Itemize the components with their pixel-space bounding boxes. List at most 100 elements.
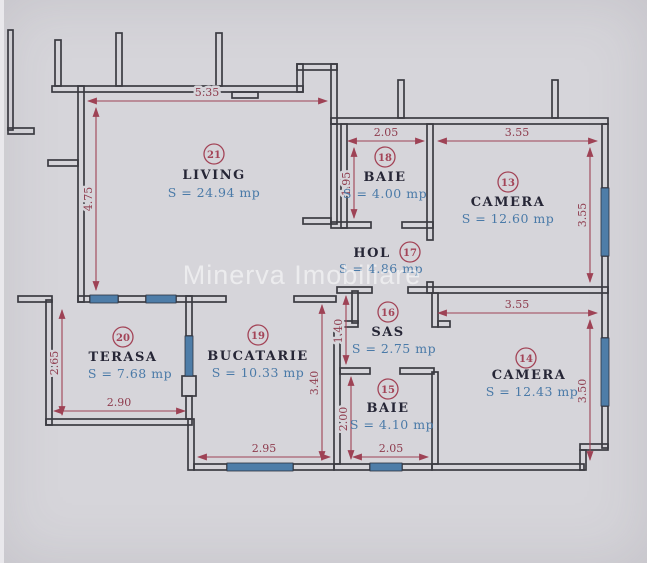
- svg-text:1.95: 1.95: [340, 172, 353, 197]
- wall-segment: [231, 91, 259, 99]
- dimension-sas-left: 1.40: [330, 295, 350, 365]
- svg-text:CAMERA: CAMERA: [471, 195, 546, 210]
- svg-text:3.40: 3.40: [308, 371, 321, 396]
- room-baie-18: 18 BAIE S = 4.00 mp: [343, 146, 427, 201]
- room-number-circle: [203, 143, 225, 165]
- svg-text:17: 17: [403, 248, 417, 259]
- dimension-lines: 5.35 4.75 2.05 1.95 3.55 3.55: [46, 84, 598, 461]
- svg-text:BUCATARIE: BUCATARIE: [207, 349, 308, 364]
- room-camera-14: 14 CAMERA S = 12.43 mp: [486, 347, 579, 399]
- window-bucatarie: [226, 462, 294, 472]
- wall-segment: [333, 326, 341, 465]
- svg-text:20: 20: [116, 333, 130, 344]
- wall-segment: [579, 443, 609, 451]
- wall-segment: [330, 221, 372, 229]
- svg-text:16: 16: [381, 308, 395, 319]
- svg-text:15: 15: [381, 385, 395, 396]
- wall-segment: [336, 286, 373, 294]
- svg-text:3.50: 3.50: [576, 379, 589, 404]
- svg-text:2.90: 2.90: [107, 396, 132, 409]
- room-number-circle: [399, 241, 421, 263]
- svg-text:LIVING: LIVING: [182, 168, 245, 183]
- svg-text:3.55: 3.55: [505, 126, 530, 139]
- room-number-circle: [377, 378, 399, 400]
- svg-text:3.55: 3.55: [505, 298, 530, 311]
- wall-segment: [293, 295, 337, 303]
- room-sas: 16 SAS S = 2.75 mp: [352, 301, 436, 356]
- walls: [7, 29, 609, 471]
- wall-segment: [47, 159, 79, 167]
- wall-segment: [401, 221, 434, 229]
- svg-text:S = 4.86 mp: S = 4.86 mp: [339, 261, 423, 276]
- window-terasa-bucatarie: [184, 335, 194, 377]
- svg-text:S = 4.10 mp: S = 4.10 mp: [350, 417, 434, 432]
- window-camera13: [600, 187, 610, 257]
- svg-text:S = 12.43 mp: S = 12.43 mp: [486, 384, 579, 399]
- svg-text:CAMERA: CAMERA: [492, 368, 567, 383]
- room-living: 21 LIVING S = 24.94 mp: [168, 143, 260, 200]
- watermark-text: Minerva Imobiliare: [183, 260, 422, 290]
- dimension-baie18-top: 2.05: [347, 124, 425, 145]
- wall-segment: [185, 395, 193, 420]
- room-number-circle: [377, 301, 399, 323]
- svg-text:2.05: 2.05: [374, 126, 399, 139]
- dimension-living-top: 5.35: [87, 84, 328, 105]
- room-camera-13: 13 CAMERA S = 12.60 mp: [462, 171, 555, 226]
- dimension-terasa-bottom: 2.90: [53, 394, 186, 415]
- room-bucatarie: 19 BUCATARIE S = 10.33 mp: [207, 324, 308, 380]
- wall-segment: [431, 463, 585, 471]
- wall-segment: [426, 123, 434, 241]
- svg-text:S = 10.33 mp: S = 10.33 mp: [212, 365, 305, 380]
- wall-segment: [7, 127, 35, 135]
- svg-text:2.95: 2.95: [252, 442, 277, 455]
- wall-segment: [7, 29, 14, 131]
- wall-segment: [117, 295, 147, 303]
- wall-segment: [351, 290, 359, 324]
- wall-segment: [54, 39, 62, 87]
- wall-segment: [330, 63, 338, 125]
- room-number-circle: [374, 146, 396, 168]
- scan-edge: [0, 0, 4, 563]
- wall-segment: [601, 123, 609, 189]
- windows: [89, 187, 610, 472]
- dimension-baie18-left: 1.95: [338, 147, 358, 219]
- room-baie-15: 15 BAIE S = 4.10 mp: [350, 378, 434, 432]
- window-living-terasa-door: [145, 294, 177, 304]
- room-hol: HOL 17 S = 4.86 mp: [339, 241, 423, 276]
- svg-text:3.55: 3.55: [576, 203, 589, 228]
- dimension-baie15-left: 2.00: [335, 376, 355, 460]
- wall-segment: [397, 79, 405, 119]
- wall-segment: [115, 32, 123, 87]
- wall-segment: [187, 418, 195, 471]
- svg-text:19: 19: [251, 331, 265, 342]
- wall-segment: [399, 367, 435, 375]
- svg-text:2.00: 2.00: [337, 407, 350, 432]
- wall-segment: [551, 79, 559, 119]
- wall-segment: [601, 405, 609, 449]
- svg-text:14: 14: [519, 354, 533, 365]
- room-number-circle: [515, 347, 537, 369]
- wall-segment: [407, 286, 609, 294]
- dimension-terasa-left: 2.65: [46, 309, 66, 416]
- svg-text:S = 12.60 mp: S = 12.60 mp: [462, 211, 555, 226]
- wall-segment: [339, 367, 371, 375]
- dimension-camera14-right: 3.50: [574, 319, 594, 461]
- wall-pillar: [181, 375, 197, 397]
- svg-text:S = 7.68 mp: S = 7.68 mp: [88, 366, 172, 381]
- svg-text:2.65: 2.65: [48, 351, 61, 376]
- dimension-living-left: 4.75: [80, 107, 100, 291]
- svg-text:BAIE: BAIE: [363, 170, 406, 185]
- wall-segment: [333, 463, 371, 471]
- svg-text:4.75: 4.75: [82, 187, 95, 212]
- wall-segment: [45, 418, 193, 426]
- wall-segment: [302, 217, 332, 225]
- svg-text:1.40: 1.40: [332, 319, 345, 344]
- wall-segment: [215, 32, 223, 87]
- wall-segment: [17, 295, 53, 303]
- dimension-bucatarie-right: 3.40: [306, 304, 326, 461]
- room-terasa: 20 TERASA S = 7.68 mp: [88, 326, 172, 381]
- svg-text:BAIE: BAIE: [366, 401, 409, 416]
- wall-segment: [437, 320, 451, 328]
